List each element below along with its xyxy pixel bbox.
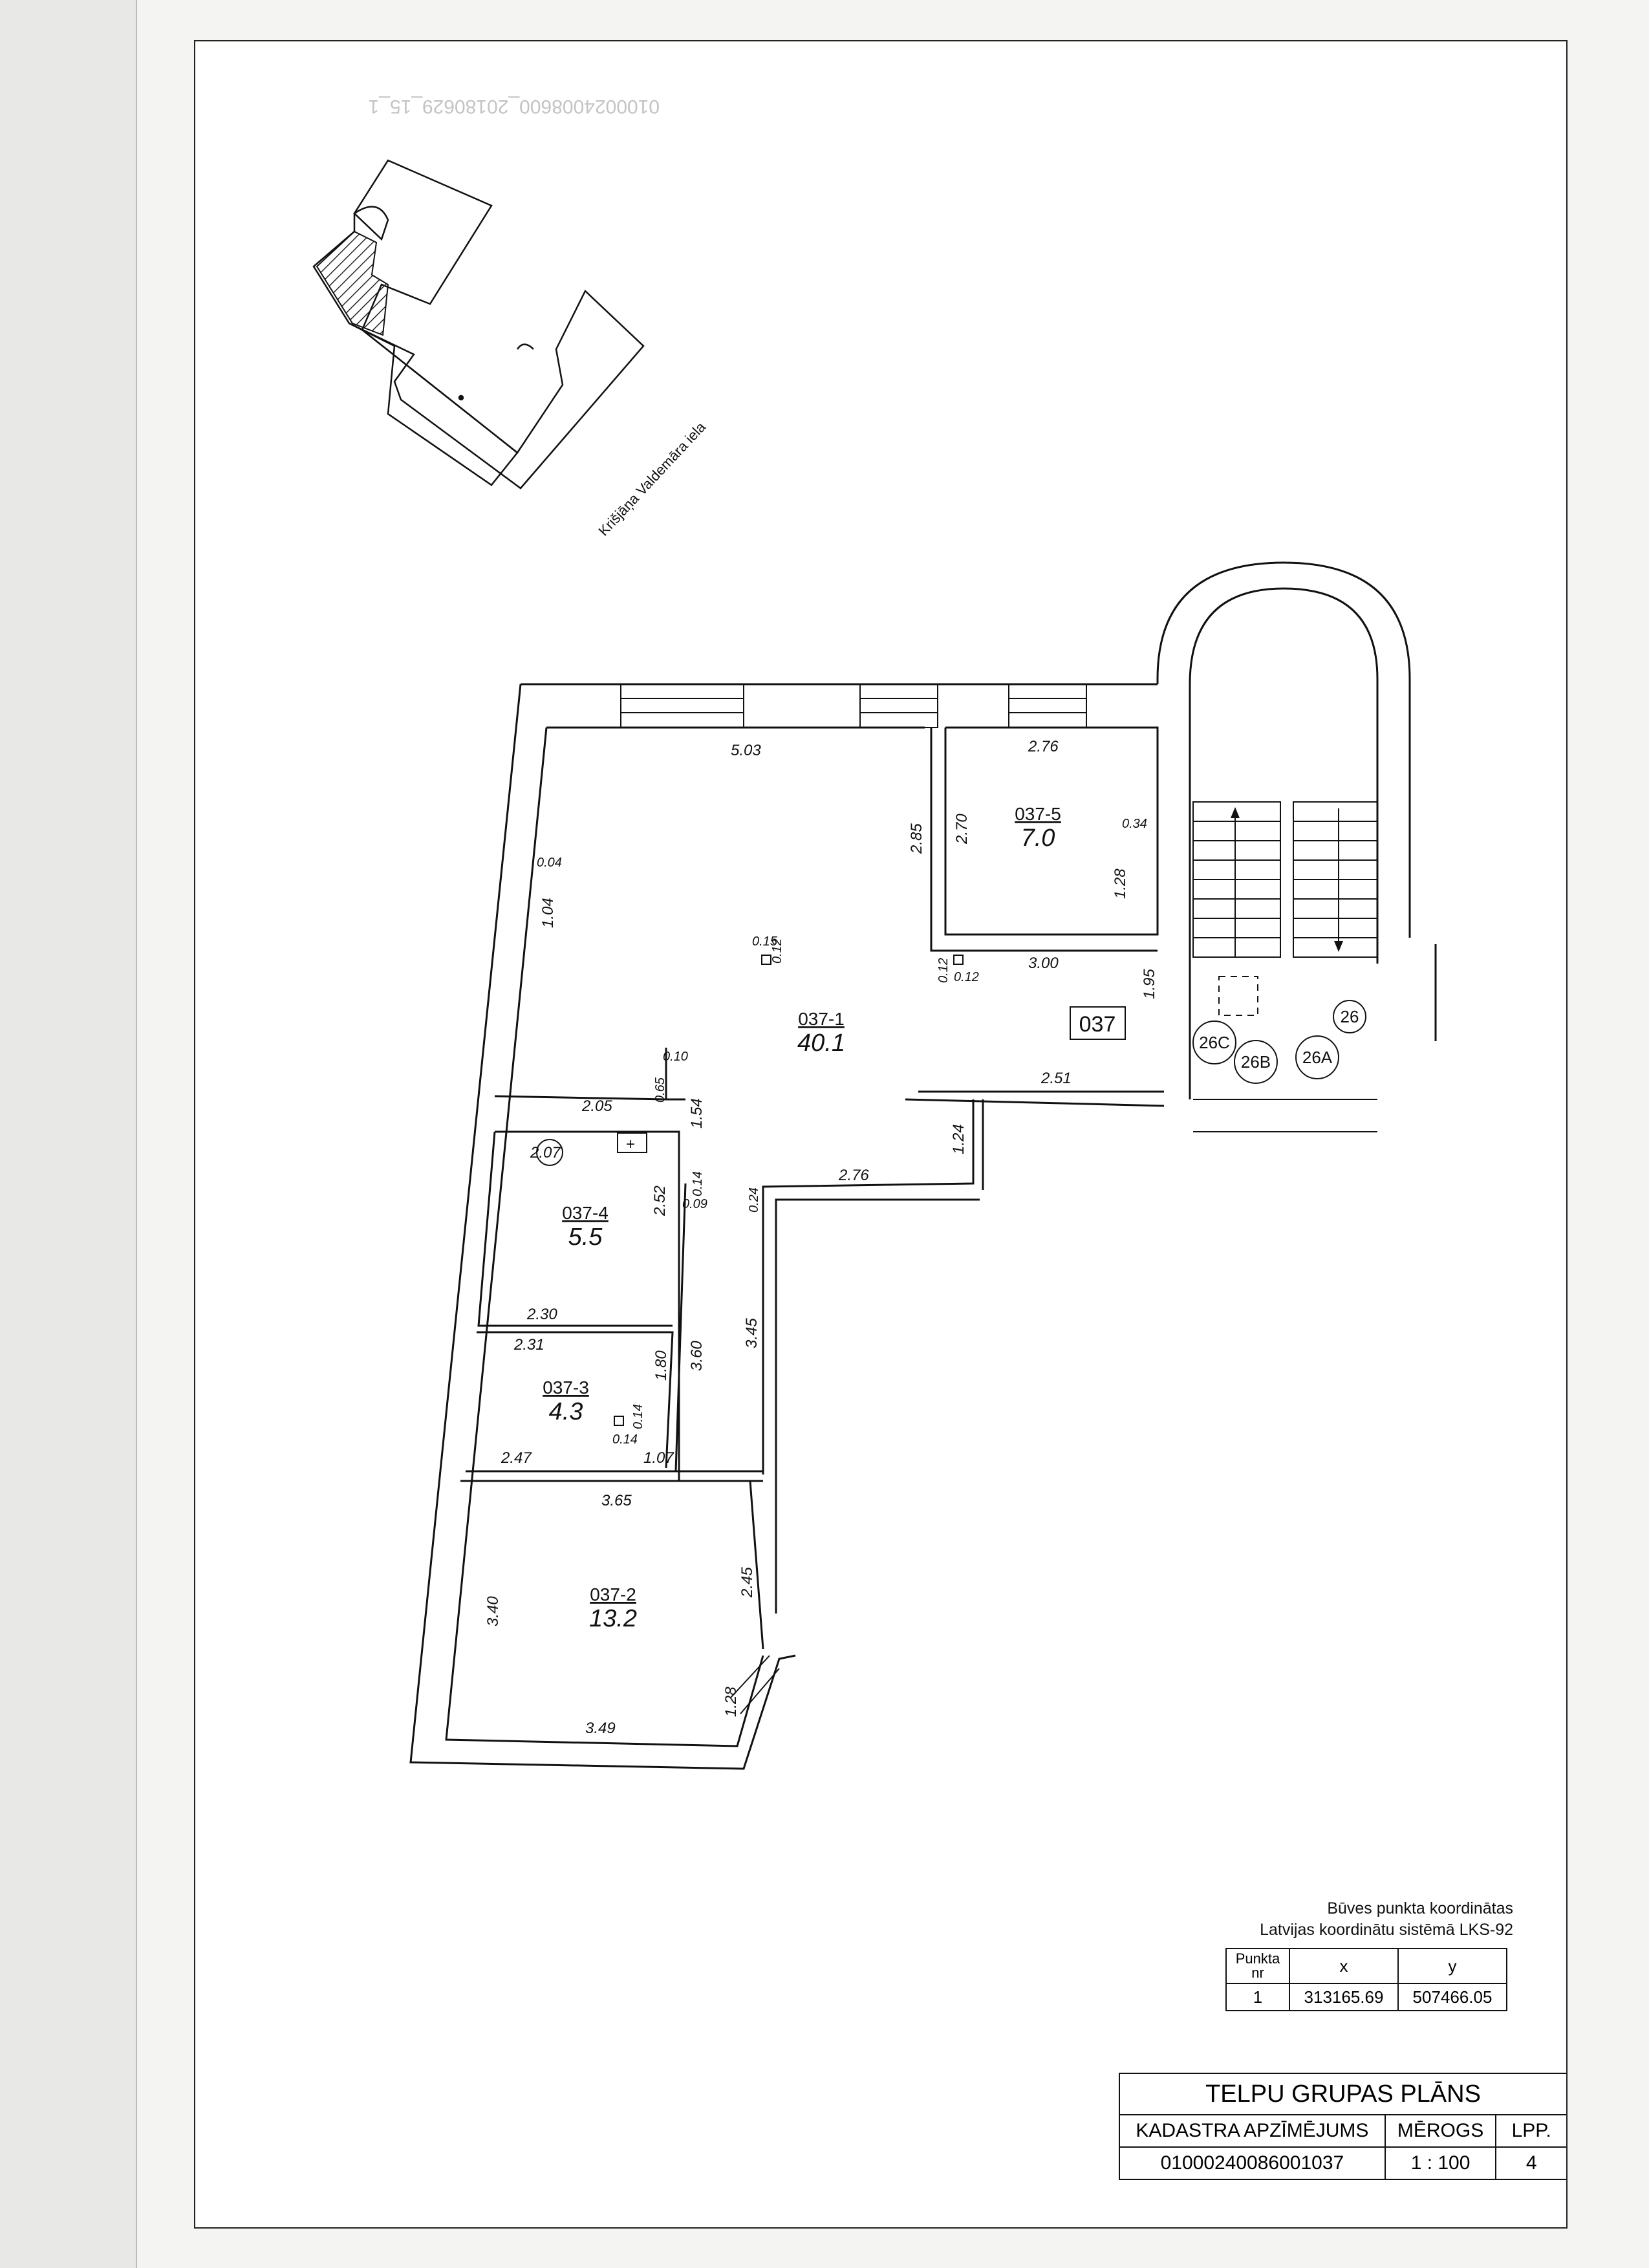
svg-text:26C: 26C <box>1199 1033 1230 1052</box>
svg-text:1.07: 1.07 <box>643 1449 674 1467</box>
svg-text:2.76: 2.76 <box>838 1167 869 1184</box>
svg-text:0.34: 0.34 <box>1122 817 1147 831</box>
svg-text:0.10: 0.10 <box>663 1050 688 1064</box>
svg-text:1.28: 1.28 <box>1112 869 1129 899</box>
svg-text:2.05: 2.05 <box>581 1097 612 1115</box>
svg-text:2.31: 2.31 <box>513 1336 544 1354</box>
coordinates-title-line2: Latvijas koordinātu sistēmā LKS-92 <box>1260 1921 1513 1939</box>
stair-arrow-up <box>1231 807 1240 818</box>
svg-text:3.00: 3.00 <box>1028 955 1059 972</box>
svg-text:0.09: 0.09 <box>682 1197 707 1211</box>
scale-label: MĒROGS <box>1386 2115 1497 2146</box>
svg-text:1.28: 1.28 <box>722 1687 740 1717</box>
room-id: 037-5 <box>1015 804 1061 824</box>
col-x: x <box>1289 1948 1399 1984</box>
page-label: LPP. <box>1511 2120 1551 2141</box>
room-area: 4.3 <box>549 1398 583 1425</box>
svg-text:5.03: 5.03 <box>731 742 761 759</box>
svg-text:2.45: 2.45 <box>738 1567 756 1598</box>
svg-text:1.95: 1.95 <box>1141 969 1158 999</box>
room-labels: 037-1 40.1 037-2 13.2 037-3 4.3 037-4 5.… <box>543 804 1061 1632</box>
svg-text:0.14: 0.14 <box>691 1171 705 1196</box>
svg-text:0.12: 0.12 <box>936 958 951 983</box>
windows <box>620 684 1087 1714</box>
svg-text:0.14: 0.14 <box>631 1404 645 1429</box>
svg-text:2.07: 2.07 <box>530 1144 561 1161</box>
svg-text:3.40: 3.40 <box>484 1596 502 1626</box>
svg-text:1.24: 1.24 <box>950 1124 967 1154</box>
col-y: y <box>1397 1948 1507 1984</box>
stair-arrow-down <box>1334 941 1343 952</box>
dimension-labels: 5.03 2.76 2.85 2.70 0.34 1.28 3.00 1.95 … <box>484 738 1158 1737</box>
stair-treads <box>1192 801 1378 1132</box>
stair-markers: 26 26A 26B 26C <box>1192 1000 1366 1084</box>
svg-text:0.04: 0.04 <box>537 856 562 870</box>
point-x: 313165.69 <box>1289 1983 1399 2011</box>
cadastre-value: 01000240086001037 <box>1120 2148 1386 2179</box>
pillar-icon <box>614 1416 624 1426</box>
svg-text:2.52: 2.52 <box>651 1185 669 1216</box>
room-id: 037-3 <box>543 1377 589 1398</box>
svg-text:2.30: 2.30 <box>526 1306 557 1323</box>
svg-text:3.60: 3.60 <box>688 1341 706 1371</box>
page-value: 4 <box>1525 2152 1537 2174</box>
coordinates-table: Punkta nr x y 1 313165.69 507466.05 <box>1225 1948 1507 2011</box>
room-area: 5.5 <box>568 1224 603 1251</box>
point-nr: 1 <box>1225 1983 1290 2011</box>
drawing-frame <box>194 40 1568 2229</box>
room-id: 037-1 <box>798 1009 845 1029</box>
walls <box>409 561 1437 1770</box>
group-label-box <box>1070 1006 1126 1040</box>
svg-text:1.54: 1.54 <box>688 1098 706 1129</box>
header-code: 0100024008600_20180629_15_1 <box>369 96 660 117</box>
svg-text:2.47: 2.47 <box>501 1449 532 1467</box>
svg-text:26B: 26B <box>1241 1052 1271 1072</box>
title-block: TELPU GRUPAS PLĀNS KADASTRA APZĪMĒJUMS M… <box>1119 2073 1566 2180</box>
svg-text:0.14: 0.14 <box>612 1432 638 1447</box>
room-area: 7.0 <box>1021 825 1055 852</box>
group-label: 037 <box>1079 1012 1116 1037</box>
room-area: 13.2 <box>589 1605 637 1632</box>
pillar-icon <box>761 955 771 965</box>
svg-text:3.45: 3.45 <box>743 1318 760 1348</box>
svg-text:26A: 26A <box>1302 1048 1333 1067</box>
svg-text:2.70: 2.70 <box>953 814 971 845</box>
svg-text:3.49: 3.49 <box>585 1720 616 1737</box>
sink-icon <box>617 1132 647 1153</box>
cadastre-label: KADASTRA APZĪMĒJUMS <box>1120 2115 1386 2146</box>
svg-text:1.04: 1.04 <box>539 898 557 928</box>
svg-text:2.51: 2.51 <box>1040 1070 1072 1087</box>
room-id: 037-2 <box>590 1584 636 1604</box>
scale-value: 1 : 100 <box>1386 2148 1497 2179</box>
svg-text:0.12: 0.12 <box>954 970 979 984</box>
coordinates-title: Būves punkta koordinātas Latvijas koordi… <box>1222 1898 1513 1941</box>
svg-text:2.76: 2.76 <box>1028 738 1059 755</box>
plan-title: TELPU GRUPAS PLĀNS <box>1120 2074 1566 2115</box>
toilet-icon <box>536 1139 563 1166</box>
hatched-area <box>316 230 389 336</box>
svg-text:0.65: 0.65 <box>653 1077 667 1103</box>
coordinates-title-line1: Būves punkta koordinātas <box>1327 1899 1513 1917</box>
svg-text:0.15: 0.15 <box>752 934 778 949</box>
sink-cross: + <box>626 1136 635 1153</box>
svg-text:26: 26 <box>1341 1007 1359 1026</box>
pillar-icon <box>953 955 964 965</box>
room-area: 40.1 <box>797 1030 845 1057</box>
street-label: Krišjāņa Valdemāra iela <box>595 418 709 539</box>
room-id: 037-4 <box>562 1203 609 1223</box>
svg-text:0.24: 0.24 <box>747 1187 761 1213</box>
svg-text:1.80: 1.80 <box>652 1350 670 1381</box>
scanned-page-edge <box>0 0 137 2268</box>
svg-text:0.12: 0.12 <box>770 938 784 964</box>
point-y: 507466.05 <box>1397 1983 1507 2011</box>
svg-text:2.85: 2.85 <box>908 823 925 854</box>
svg-text:3.65: 3.65 <box>601 1492 632 1509</box>
col-point: Punkta nr <box>1225 1948 1290 1984</box>
